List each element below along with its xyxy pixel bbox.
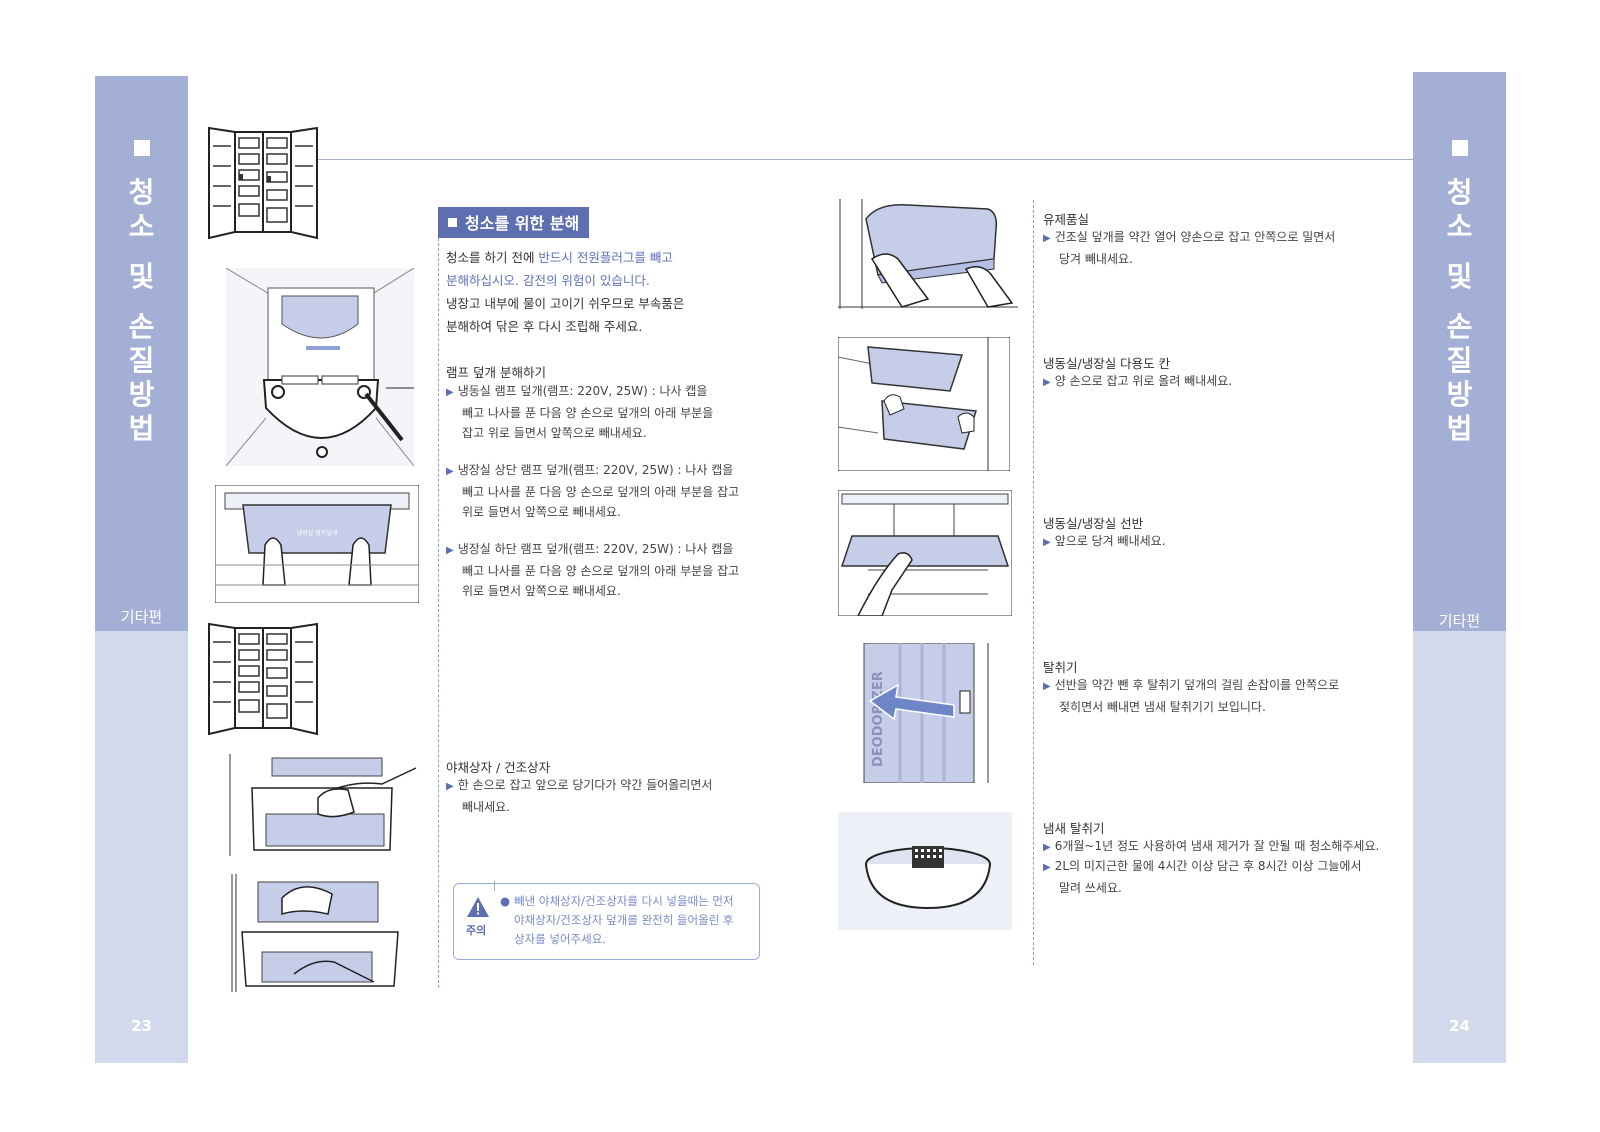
- side-title-char: 법: [128, 412, 155, 445]
- shelf-illustration: [838, 490, 1012, 616]
- side-title-char: 질: [128, 344, 155, 377]
- caution-box: 주의 ●빼낸 야채상자/건조상자를 다시 넣을때는 먼저 야채상자/건조상자 덮…: [453, 881, 760, 960]
- deodorizer-cover-illustration: DEODORIZER: [838, 643, 1010, 783]
- right-category-label: 기타편: [1438, 612, 1481, 630]
- intro-line: 청소를 하기 전에: [446, 250, 539, 265]
- dairy-instruction: ▶건조실 덮개를 약간 열어 양손으로 잡고 안쪽으로 밀면서 당겨 빼내세요.: [1043, 230, 1336, 266]
- bullet-triangle-icon: ▶: [1043, 537, 1051, 548]
- title-square-icon: [133, 140, 150, 156]
- deodorizer-label: DEODORIZER: [871, 671, 886, 767]
- side-title-char: 및: [1446, 260, 1473, 293]
- left-side-title: 청 소 및 손 질 방 법: [95, 140, 188, 446]
- bullet-triangle-icon: ▶: [446, 781, 454, 792]
- bullet-triangle-icon: ▶: [446, 387, 454, 398]
- bullet-triangle-icon: ▶: [1043, 842, 1051, 853]
- side-title-char: 방: [128, 378, 155, 411]
- warning-triangle-icon: [467, 897, 489, 917]
- header-rule: [300, 159, 1413, 160]
- lamp-cover-label: 냉장실 램프덮개: [297, 529, 338, 537]
- caution-label: 주의: [466, 924, 487, 937]
- section-title-text: 청소를 위한 분해: [465, 214, 580, 233]
- caution-text: ●빼낸 야채상자/건조상자를 다시 넣을때는 먼저 야채상자/건조상자 덮개를 …: [500, 894, 734, 946]
- left-page-number: 23: [131, 1017, 152, 1035]
- lamp-item-freezer: ▶냉동실 램프 덮개(램프: 220V, 25W) : 나사 캡을 빼고 나사를…: [446, 384, 714, 440]
- dairy-compartment-illustration: [838, 199, 1018, 309]
- deodorizer-instruction: ▶선반을 약간 뺀 후 탈취기 덮개의 걸림 손잡이를 안쪽으로 젖히면서 빼내…: [1043, 678, 1340, 714]
- fridge-overview-illustration: [205, 124, 321, 242]
- shelf-instruction: ▶앞으로 당겨 빼내세요.: [1043, 534, 1166, 548]
- lamp-item-fridge-upper: ▶냉장실 상단 램프 덮개(램프: 220V, 25W) : 나사 캡을 빼고 …: [446, 463, 740, 519]
- bullet-triangle-icon: ▶: [1043, 862, 1051, 873]
- fridge-overview-illustration: [205, 620, 321, 738]
- dry-box-illustration: [222, 874, 418, 992]
- right-side-title: 청 소 및 손 질 방 법: [1413, 140, 1506, 446]
- veg-heading: 야채상자 / 건조상자: [446, 760, 551, 775]
- column-divider: [438, 228, 439, 988]
- intro-line: 냉장고 내부에 물이 고이기 쉬우므로 부속품은: [446, 296, 685, 311]
- intro-warning: 반드시 전원플러그를 빼고: [538, 250, 673, 265]
- title-square-icon: [1451, 140, 1468, 156]
- side-title-char: 질: [1446, 344, 1473, 377]
- column-divider: [1033, 200, 1034, 965]
- side-title-char: 및: [128, 260, 155, 293]
- dairy-heading: 유제품실: [1043, 212, 1090, 227]
- odor-instruction-2: ▶2L의 미지근한 물에 4시간 이상 담근 후 8시간 이상 그늘에서 말려 …: [1043, 859, 1362, 895]
- fridge-upper-lamp-cover-illustration: 냉장실 램프덮개: [215, 485, 419, 603]
- bullet-triangle-icon: ▶: [1043, 233, 1051, 244]
- bullet-triangle-icon: ▶: [1043, 377, 1051, 388]
- deodorizer-soak-illustration: [838, 812, 1012, 930]
- side-title-char: 손: [1446, 310, 1473, 343]
- bullet-triangle-icon: ▶: [446, 545, 454, 556]
- lamp-heading: 램프 덮개 분해하기: [446, 365, 546, 380]
- shelf-heading: 냉동실/냉장실 선반: [1043, 516, 1144, 531]
- bullet-dot-icon: ●: [500, 894, 511, 908]
- freezer-lamp-cover-illustration: [226, 268, 414, 466]
- left-side-tab: 청 소 및 손 질 방 법 기타편 23: [95, 76, 188, 1063]
- side-title-char: 청: [128, 176, 155, 209]
- odor-heading: 냄새 탈취기: [1043, 821, 1105, 836]
- side-title-char: 청: [1446, 176, 1473, 209]
- door-guard-heading: 냉동실/냉장실 다용도 칸: [1043, 356, 1171, 371]
- side-title-char: 소: [128, 210, 155, 243]
- left-category-label: 기타편: [120, 608, 163, 626]
- bullet-triangle-icon: ▶: [1043, 681, 1051, 692]
- door-guard-instruction: ▶양 손으로 잡고 위로 올려 빼내세요.: [1043, 374, 1233, 388]
- odor-instruction-1: ▶6개월~1년 정도 사용하여 냄새 제거가 잘 안될 때 청소해주세요.: [1043, 839, 1380, 853]
- door-guard-illustration: [838, 337, 1010, 471]
- side-title-char: 소: [1446, 210, 1473, 243]
- right-side-tab: 청 소 및 손 질 방 법 기타편 24: [1413, 72, 1506, 1063]
- bullet-triangle-icon: ▶: [446, 466, 454, 477]
- lamp-item-fridge-lower: ▶냉장실 하단 램프 덮개(램프: 220V, 25W) : 나사 캡을 빼고 …: [446, 542, 740, 598]
- veg-instruction: ▶한 손으로 잡고 앞으로 당기다가 약간 들어올리면서 빼내세요.: [446, 778, 713, 814]
- side-title-char: 방: [1446, 378, 1473, 411]
- title-square-icon: [448, 218, 457, 227]
- section-title: 청소를 위한 분해: [438, 207, 590, 238]
- intro-warning: 분해하십시오. 감전의 위험이 있습니다.: [446, 273, 650, 288]
- vegetable-box-illustration: [222, 754, 420, 856]
- right-side-tab-lower: [1413, 631, 1506, 1063]
- intro-text: 청소를 하기 전에 반드시 전원플러그를 빼고 분해하십시오. 감전의 위험이 …: [446, 246, 806, 338]
- right-page-number: 24: [1449, 1017, 1470, 1035]
- side-title-char: 손: [128, 310, 155, 343]
- intro-line: 분해하여 닦은 후 다시 조립해 주세요.: [446, 319, 643, 334]
- deodorizer-heading: 탈취기: [1043, 660, 1078, 675]
- side-title-char: 법: [1446, 412, 1473, 445]
- left-side-tab-lower: [95, 631, 188, 1063]
